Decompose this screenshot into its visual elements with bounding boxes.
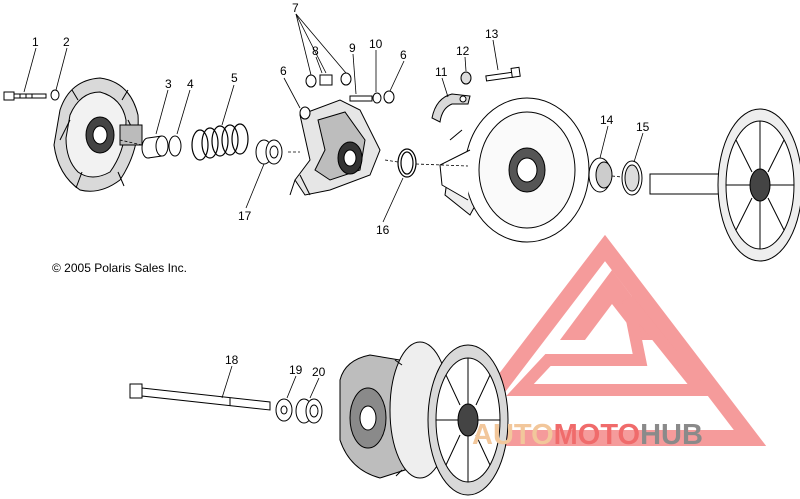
part-washer-6a bbox=[299, 106, 311, 120]
callout-labels: 1 2 3 4 5 6 7 8 9 10 6 11 12 13 14 15 16… bbox=[32, 1, 650, 379]
callout-3: 3 bbox=[165, 77, 172, 91]
part-ring-16 bbox=[397, 148, 417, 178]
callout-19: 19 bbox=[289, 363, 303, 377]
callout-4: 4 bbox=[187, 77, 194, 91]
part-bolt-1 bbox=[3, 91, 47, 101]
callout-5: 5 bbox=[231, 71, 238, 85]
part-pin-9 bbox=[349, 95, 373, 102]
callout-17: 17 bbox=[238, 209, 252, 223]
part-ring-15 bbox=[621, 160, 643, 196]
copyright-notice: © 2005 Polaris Sales Inc. bbox=[52, 261, 187, 275]
part-assembled-clutch bbox=[339, 341, 509, 496]
callout-18: 18 bbox=[225, 353, 239, 367]
callout-14: 14 bbox=[600, 113, 614, 127]
part-ring-4 bbox=[168, 135, 182, 157]
callout-11: 11 bbox=[435, 65, 448, 79]
watermark-moto: MOTO bbox=[554, 419, 640, 451]
callout-6a: 6 bbox=[280, 64, 287, 78]
watermark-text: AUTOMOTOHUB bbox=[472, 419, 703, 451]
part-bushing-20 bbox=[295, 398, 323, 424]
part-cover bbox=[53, 77, 143, 192]
part-spring-5 bbox=[191, 123, 249, 161]
watermark-logo bbox=[443, 234, 767, 446]
callout-8: 8 bbox=[312, 44, 319, 58]
part-bushing-14 bbox=[588, 157, 613, 193]
part-fixed-sheave bbox=[649, 108, 800, 262]
part-bolt-13 bbox=[485, 66, 521, 82]
callout-13: 13 bbox=[485, 27, 499, 41]
callout-6b: 6 bbox=[400, 48, 407, 62]
callout-10: 10 bbox=[369, 37, 383, 51]
part-weight-11 bbox=[431, 93, 471, 123]
part-washer-19 bbox=[275, 398, 293, 422]
watermark-hub: HUB bbox=[640, 419, 703, 451]
part-nut-2 bbox=[50, 89, 60, 101]
part-rollers-7-8 bbox=[305, 72, 352, 88]
callout-20: 20 bbox=[312, 365, 326, 379]
watermark-auto: AUTO bbox=[472, 419, 554, 451]
part-button-17 bbox=[255, 139, 283, 165]
part-spider bbox=[289, 99, 381, 196]
callout-16: 16 bbox=[376, 223, 390, 237]
callout-2: 2 bbox=[63, 35, 70, 49]
part-moveable-sheave bbox=[439, 97, 590, 243]
part-bushing-10 bbox=[372, 90, 395, 104]
callout-1: 1 bbox=[32, 35, 39, 49]
callout-9: 9 bbox=[349, 41, 356, 55]
part-bushing-3 bbox=[141, 135, 169, 159]
callout-7: 7 bbox=[292, 1, 299, 15]
leader-lines bbox=[23, 13, 644, 399]
part-nut-12 bbox=[460, 71, 472, 85]
part-bolt-18 bbox=[129, 383, 271, 411]
callout-12: 12 bbox=[456, 44, 470, 58]
callout-15: 15 bbox=[636, 120, 650, 134]
